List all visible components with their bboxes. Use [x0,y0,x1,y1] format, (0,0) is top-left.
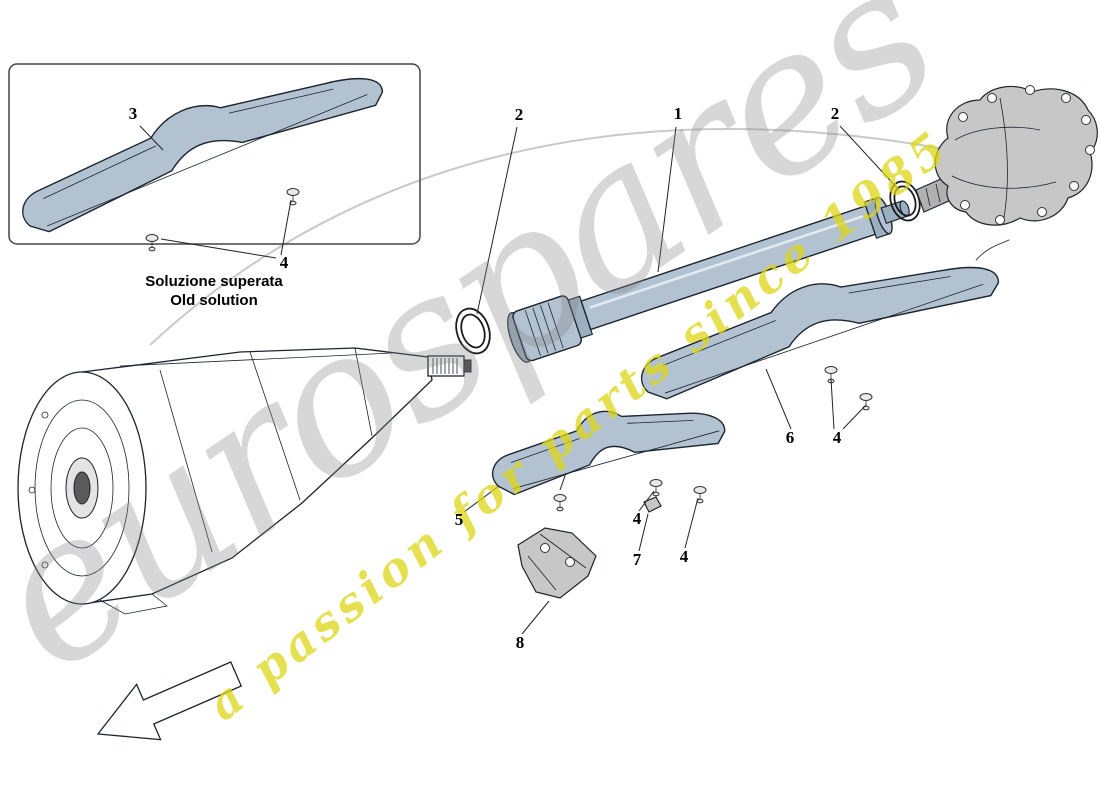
old-heat-shield-drawing [22,78,384,233]
screw-clip-drawing [643,496,662,513]
old-solution-inset [8,63,421,259]
callout-4-old-fastener: 4 [279,253,289,272]
swoosh-curve [149,128,951,346]
callout-7-screw: 7 [632,550,642,569]
support-bracket-drawing [517,527,597,599]
leader-lines [463,125,900,635]
rear-heat-shield-drawing [640,239,1010,400]
mid-fastener-drawing [553,494,567,512]
callout-1-driveshaft: 1 [673,104,683,123]
inset-border [8,63,421,245]
callout-4-mid-fastener: 4 [632,509,642,528]
differential-housing-drawing [915,85,1098,226]
callout-2-front-ring: 2 [514,105,524,124]
callout-8-bracket: 8 [515,633,525,652]
mid-fastener-drawing-3 [693,486,707,504]
inset-caption-italian: Soluzione superata [145,273,283,290]
callout-4-mid-fastener-2: 4 [679,547,689,566]
old-fastener-drawing-2 [286,188,300,206]
callout-6-rear-shield: 6 [785,428,795,447]
gearbox-housing-drawing [17,347,472,615]
rear-fastener-drawing-2 [859,393,873,411]
callout-3-old-shield: 3 [128,104,138,123]
direction-arrow [96,661,243,741]
inset-caption: Soluzione superata Old solution [88,272,340,310]
callout-2-rear-ring: 2 [830,104,840,123]
old-fastener-drawing [145,234,159,252]
callout-5-front-shield: 5 [454,510,464,529]
callout-4-rear-fastener: 4 [832,428,842,447]
front-heat-shield-drawing [491,410,726,496]
inset-caption-english: Old solution [170,292,258,309]
snap-ring-front-drawing [455,307,491,355]
